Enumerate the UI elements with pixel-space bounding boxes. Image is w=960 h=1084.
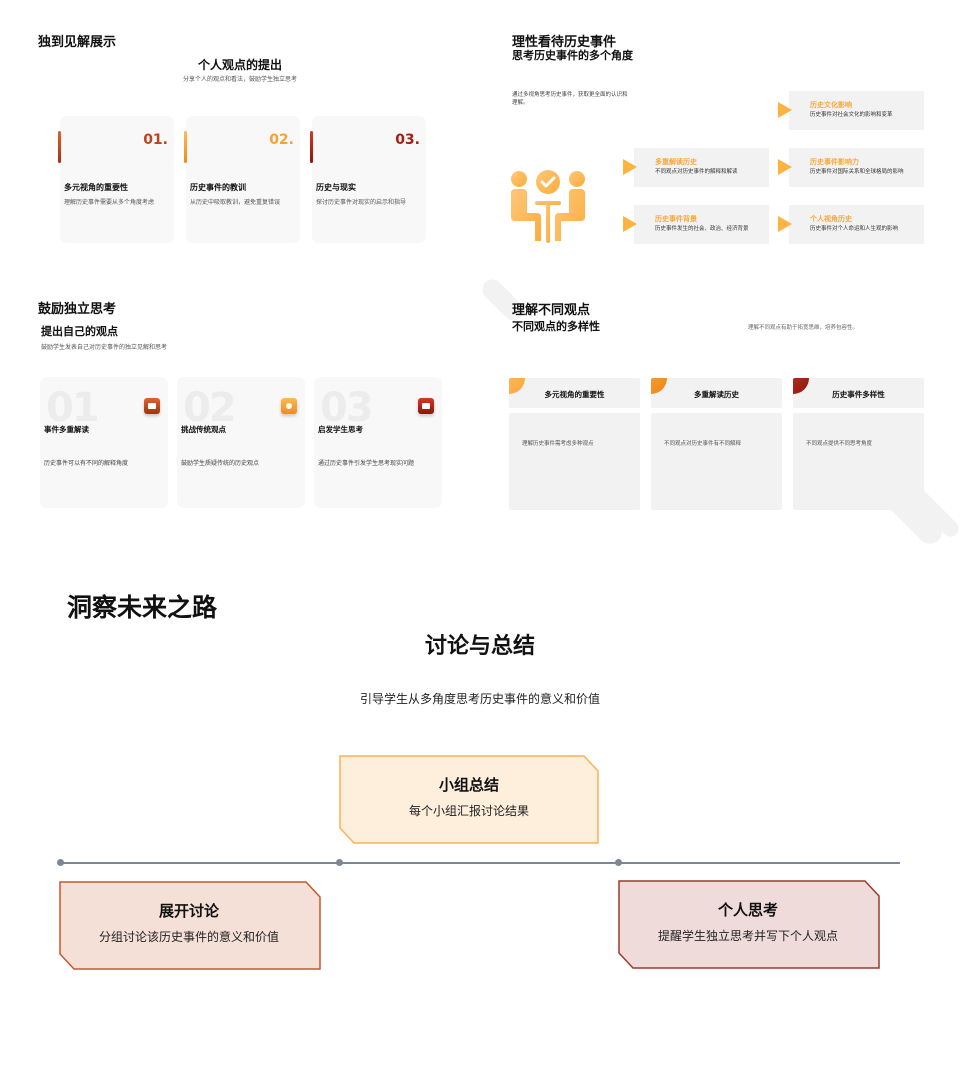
timeline-step-personal-reflection: 个人思考 提醒学生独立思考并写下个人观点 bbox=[618, 880, 880, 969]
sofa-icon bbox=[418, 398, 434, 414]
card-text: 探讨历史事件对现实的启示和指导 bbox=[316, 199, 407, 206]
timeline-step-discussion: 展开讨论 分组讨论该历史事件的意义和价值 bbox=[59, 881, 321, 970]
timeline-dot bbox=[336, 859, 343, 866]
card-text: 通过历史事件引发学生思考现实问题 bbox=[318, 460, 415, 467]
card-heading: 历史文化影响 bbox=[810, 101, 852, 109]
card-text: 历史事件对社会文化的影响和变革 bbox=[810, 112, 893, 118]
card-heading: 历史事件的教训 bbox=[190, 183, 246, 192]
view-card-body-3: 不同观点提供不同思考角度 bbox=[793, 413, 924, 510]
watermark-number: 03 bbox=[320, 385, 374, 431]
slide4-subtitle: 不同观点的多样性 bbox=[512, 320, 600, 333]
thinking-card-3: 03 启发学生思考 通过历史事件引发学生思考现实问题 bbox=[314, 377, 442, 508]
card-text: 理解历史事件需考虑多种观点 bbox=[522, 441, 594, 447]
perspective-card-3: 历史事件影响力 历史事件对国际关系和全球格局的影响 bbox=[778, 148, 924, 187]
view-card-body-2: 不同观点对历史事件有不同解释 bbox=[651, 413, 782, 510]
perspective-card-2: 多重解读历史 不同观点对历史事件的解释和解读 bbox=[623, 148, 769, 187]
card-text: 理解历史事件需要从多个角度考虑 bbox=[64, 199, 155, 206]
card-text: 不同观点提供不同思考角度 bbox=[806, 441, 873, 447]
image-icon bbox=[144, 398, 160, 414]
accent-bar bbox=[58, 131, 61, 163]
card-heading: 个人视角历史 bbox=[810, 215, 852, 223]
card-heading: 历史与现实 bbox=[316, 183, 356, 192]
thinking-card-1: 01 事件多重解读 历史事件可以有不同的解释角度 bbox=[40, 377, 168, 508]
slide2-description: 通过多视角思考历史事件，获取更全面的认识和理解。 bbox=[512, 92, 628, 106]
card-number: 01. bbox=[143, 132, 168, 148]
insight-card-1: 01. 多元视角的重要性 理解历史事件需要从多个角度考虑 bbox=[58, 116, 174, 243]
card-heading: 多元视角的重要性 bbox=[544, 390, 605, 399]
slide1-title: 独到见解展示 bbox=[38, 35, 117, 50]
slide2-subtitle: 思考历史事件的多个角度 bbox=[512, 49, 633, 62]
watermark-number: 02 bbox=[183, 385, 237, 431]
bottom-title: 洞察未来之路 bbox=[67, 593, 218, 622]
people-meeting-check-icon bbox=[509, 167, 587, 245]
card-heading: 历史事件多样性 bbox=[832, 390, 885, 399]
play-arrow-icon bbox=[778, 159, 792, 175]
timeline-dot bbox=[57, 859, 64, 866]
card-text: 鼓励学生质疑传统的历史观点 bbox=[181, 460, 260, 467]
card-text: 历史事件对个人命运和人生观的影响 bbox=[810, 226, 899, 232]
slide3-title: 鼓励独立思考 bbox=[38, 302, 117, 317]
card-text: 从历史中吸取教训，避免重复错误 bbox=[190, 199, 281, 206]
card-number: 03. bbox=[395, 132, 420, 148]
step-text: 每个小组汇报讨论结果 bbox=[408, 804, 529, 818]
play-arrow-icon bbox=[623, 159, 637, 175]
play-arrow-icon bbox=[778, 102, 792, 118]
timeline-line bbox=[60, 862, 900, 864]
card-text: 历史事件发生的社会、政治、经济背景 bbox=[655, 226, 749, 232]
card-heading: 多元视角的重要性 bbox=[64, 183, 128, 192]
play-arrow-icon bbox=[778, 216, 792, 232]
card-text: 不同观点对历史事件有不同解释 bbox=[664, 441, 742, 447]
view-card-header-2: 多重解读历史 bbox=[651, 378, 782, 408]
bottom-description: 引导学生从多角度思考历史事件的意义和价值 bbox=[359, 692, 600, 706]
card-heading: 事件多重解读 bbox=[44, 425, 89, 434]
play-arrow-icon bbox=[623, 216, 637, 232]
card-heading: 历史事件背景 bbox=[655, 215, 697, 223]
card-number: 02. bbox=[269, 132, 294, 148]
perspective-card-1: 历史文化影响 历史事件对社会文化的影响和变革 bbox=[778, 91, 924, 130]
step-heading: 展开讨论 bbox=[158, 902, 219, 920]
card-heading: 多重解读历史 bbox=[655, 158, 697, 166]
card-heading: 历史事件影响力 bbox=[810, 158, 859, 166]
slide1-subtitle: 个人观点的提出 bbox=[197, 58, 282, 72]
perspective-card-5: 个人视角历史 历史事件对个人命运和人生观的影响 bbox=[778, 205, 924, 244]
accent-bar bbox=[310, 131, 313, 163]
step-heading: 个人思考 bbox=[717, 901, 778, 919]
card-text: 不同观点对历史事件的解释和解读 bbox=[655, 169, 738, 175]
slide4-title: 理解不同观点 bbox=[512, 303, 591, 318]
card-heading: 多重解读历史 bbox=[694, 390, 739, 399]
slide1-description: 分享个人的观点和看法，鼓励学生独立思考 bbox=[182, 76, 297, 83]
slide3-description: 鼓励学生发表自己对历史事件的独立见解和思考 bbox=[41, 344, 168, 351]
insight-card-2: 02. 历史事件的教训 从历史中吸取教训，避免重复错误 bbox=[184, 116, 300, 243]
bottom-subtitle: 讨论与总结 bbox=[424, 634, 535, 659]
view-card-header-1: 多元视角的重要性 bbox=[509, 378, 640, 408]
card-heading: 挑战传统观点 bbox=[181, 425, 226, 434]
watermark-number: 01 bbox=[46, 385, 100, 431]
card-text: 历史事件可以有不同的解释角度 bbox=[44, 460, 129, 467]
step-heading: 小组总结 bbox=[438, 776, 499, 794]
step-text: 提醒学生独立思考并写下个人观点 bbox=[657, 929, 838, 943]
view-card-body-1: 理解历史事件需考虑多种观点 bbox=[509, 413, 640, 510]
insight-card-3: 03. 历史与现实 探讨历史事件对现实的启示和指导 bbox=[310, 116, 426, 243]
perspective-card-4: 历史事件背景 历史事件发生的社会、政治、经济背景 bbox=[623, 205, 769, 244]
timeline-step-group-summary: 小组总结 每个小组汇报讨论结果 bbox=[339, 755, 599, 844]
accent-bar bbox=[184, 131, 187, 163]
slide2-title: 理性看待历史事件 bbox=[512, 35, 617, 50]
card-heading: 启发学生思考 bbox=[318, 425, 363, 434]
view-card-header-3: 历史事件多样性 bbox=[793, 378, 924, 408]
card-text: 历史事件对国际关系和全球格局的影响 bbox=[810, 169, 904, 175]
timeline-dot bbox=[615, 859, 622, 866]
slide4-description: 理解不同观点有助于拓宽思维，培养包容性。 bbox=[748, 325, 859, 331]
slide3-subtitle: 提出自己的观点 bbox=[41, 325, 118, 338]
thinking-card-2: 02 挑战传统观点 鼓励学生质疑传统的历史观点 bbox=[177, 377, 305, 508]
location-pin-icon bbox=[281, 398, 297, 414]
step-text: 分组讨论该历史事件的意义和价值 bbox=[98, 930, 279, 944]
